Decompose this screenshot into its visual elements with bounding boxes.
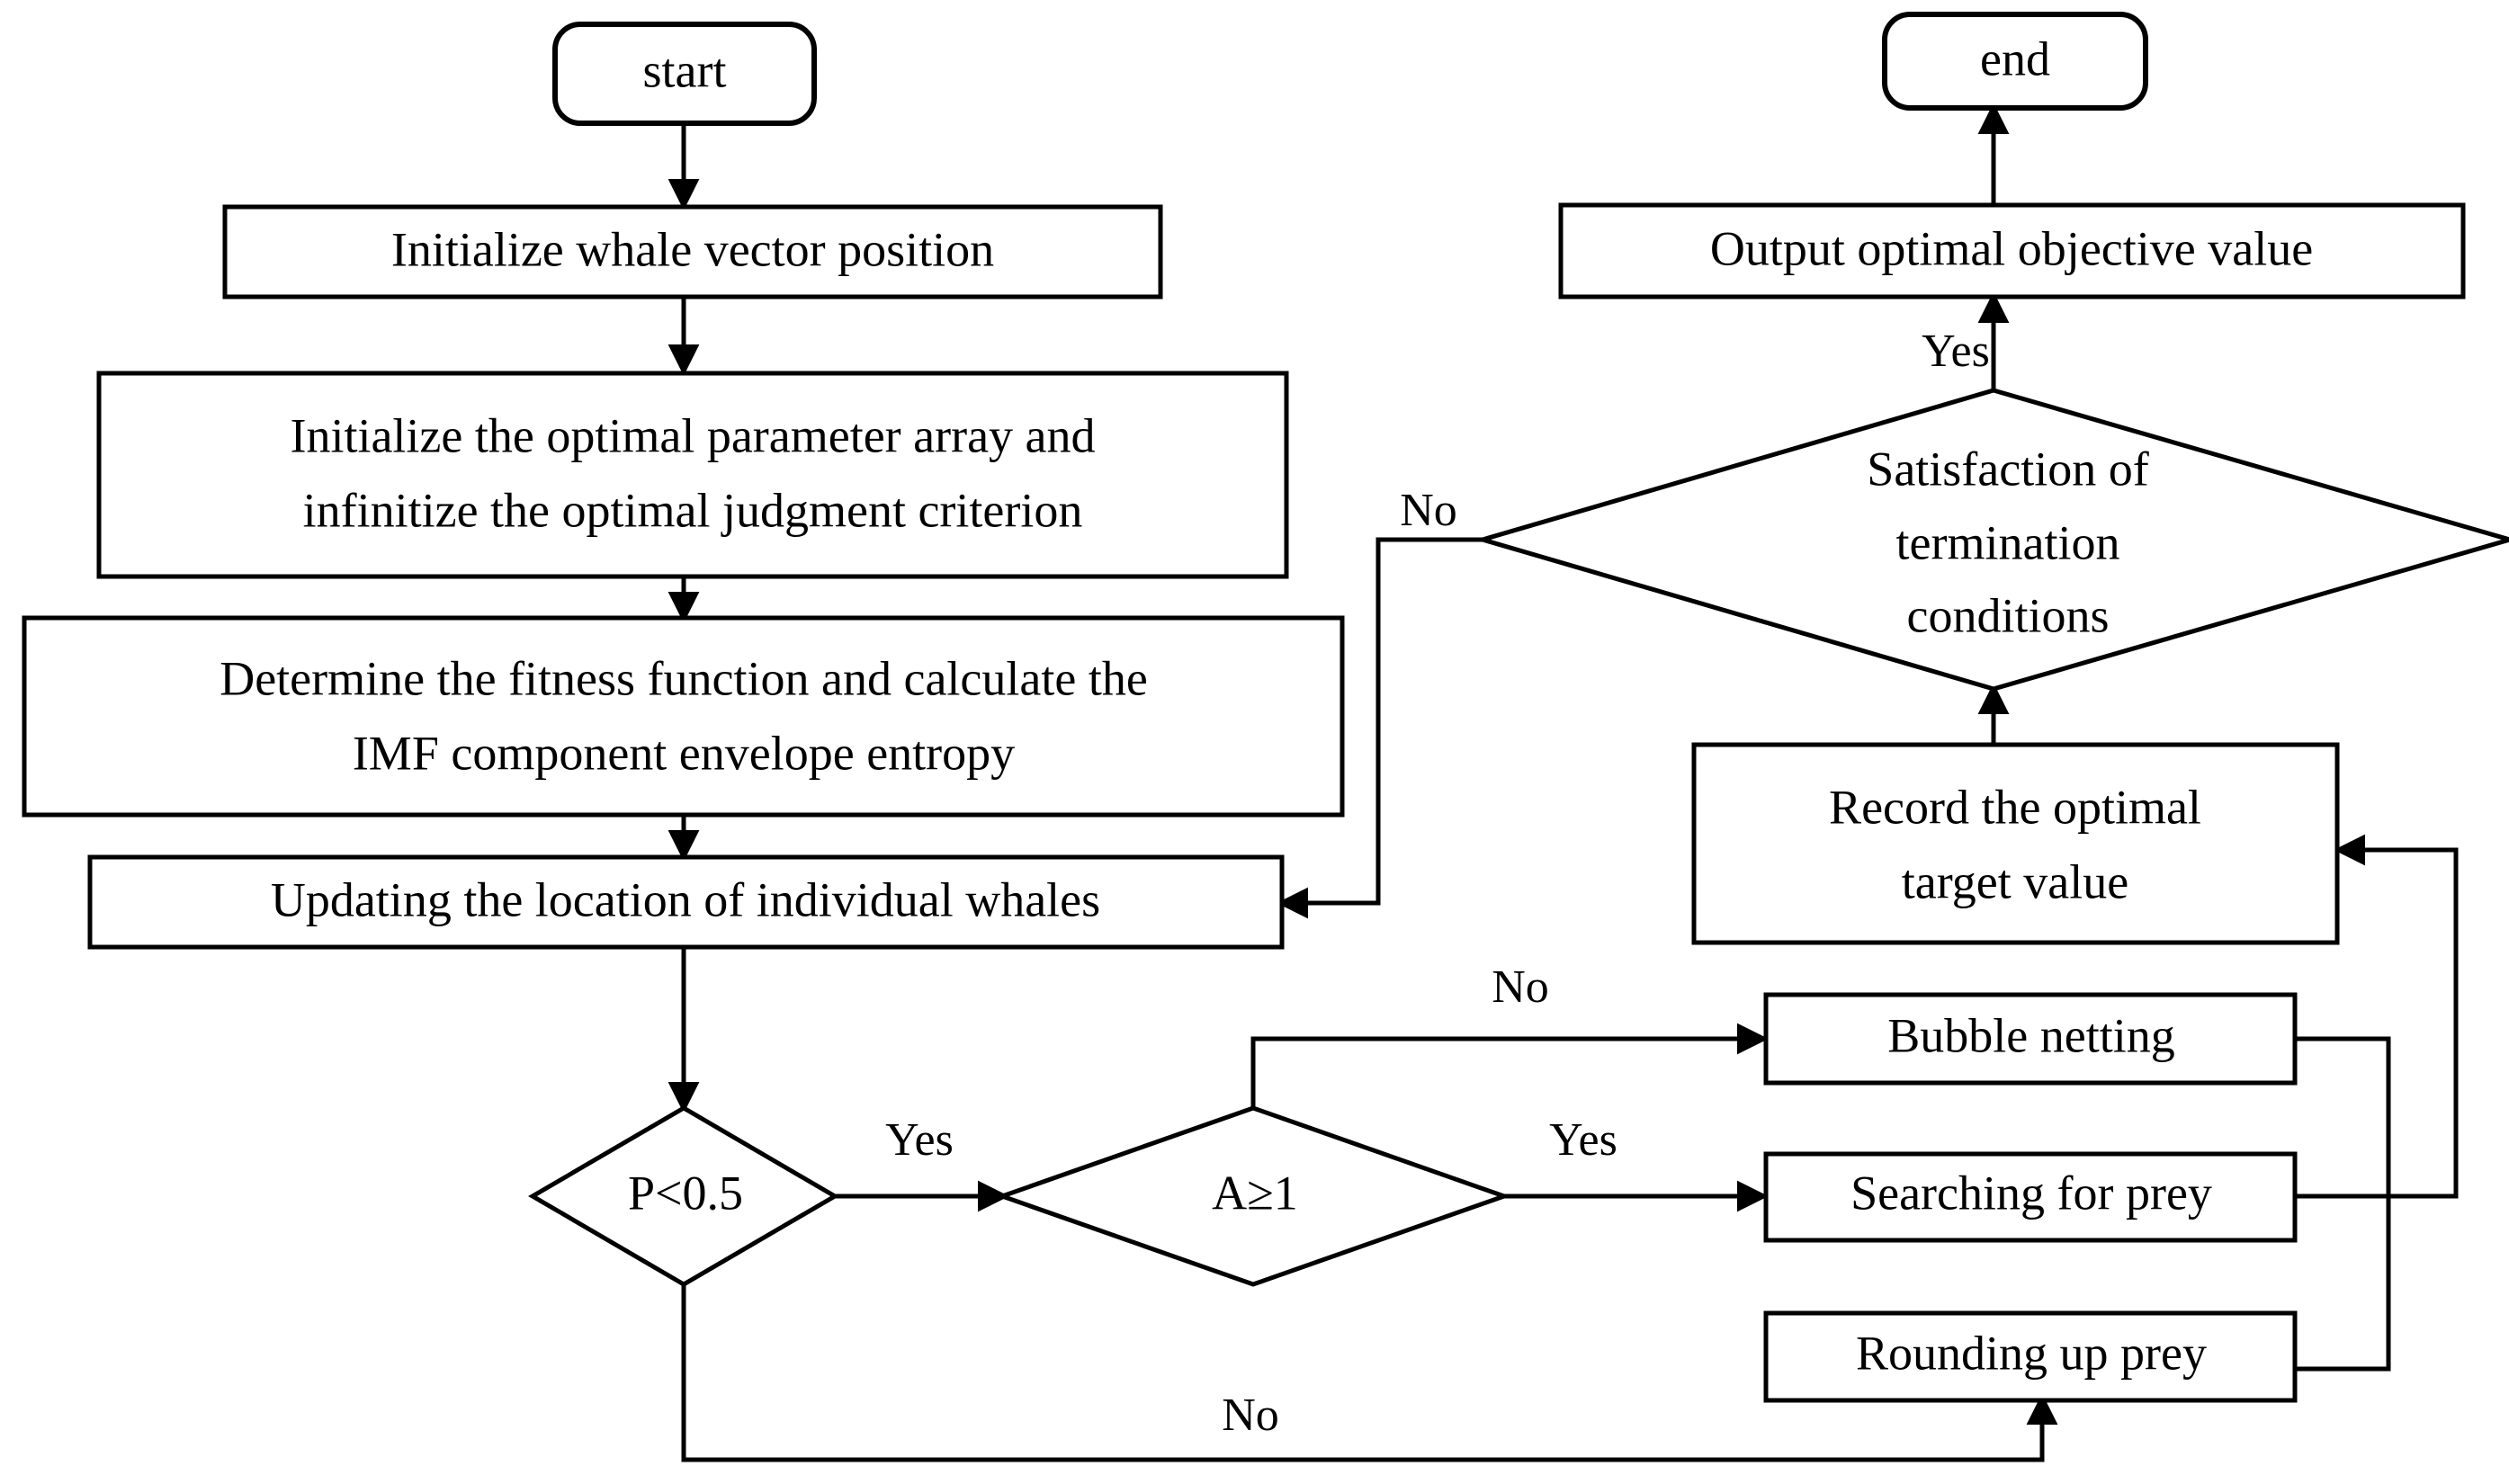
node-fitness-label-line2: IMF component envelope entropy <box>353 726 1015 780</box>
node-rounding-prey[interactable] <box>1763 1310 2298 1403</box>
node-decision-a-label: A≥1 <box>1212 1166 1298 1220</box>
node-termination-label-line2: termination <box>1896 515 2120 569</box>
edge-label-termination-yes: Yes <box>1922 326 1990 377</box>
node-output-optimal-label: Output optimal objective value <box>1710 221 2313 275</box>
node-decision-a[interactable] <box>995 1105 1511 1287</box>
node-output-optimal[interactable] <box>1558 202 2466 299</box>
node-update-location[interactable] <box>87 854 1285 950</box>
node-record-optimal[interactable] <box>1691 742 2340 945</box>
node-init-position[interactable] <box>222 204 1163 299</box>
node-end[interactable] <box>1882 12 2148 111</box>
node-start[interactable] <box>552 22 817 126</box>
node-termination-label-line3: conditions <box>1907 588 2110 642</box>
node-record-optimal-label-line1: Record the optimal <box>1829 780 2201 834</box>
edge-rounding-prey-to-bus <box>2294 1196 2391 1372</box>
edge-label-a-no: No <box>1492 961 1549 1013</box>
node-init-params-label-line1: Initialize the optimal parameter array a… <box>290 408 1095 462</box>
edge-label-p-no: No <box>1222 1390 1279 1441</box>
edge-decision-a-no-to-bubble-netting <box>1250 1023 1769 1108</box>
node-init-params[interactable] <box>96 371 1289 579</box>
node-termination-label-line1: Satisfaction of <box>1867 442 2148 496</box>
node-bubble-netting[interactable] <box>1763 992 2298 1086</box>
edge-bus-to-record-optimal <box>2294 834 2459 1199</box>
node-fitness-label-line1: Determine the fitness function and calcu… <box>220 651 1148 705</box>
node-bubble-netting-label: Bubble netting <box>1887 1008 2174 1062</box>
edge-decision-p-no-to-rounding-prey <box>681 1284 2058 1462</box>
node-decision-p[interactable] <box>528 1105 839 1287</box>
edge-termination-no-to-update <box>1277 537 1484 919</box>
edge-label-a-yes: Yes <box>1549 1114 1617 1166</box>
node-init-params-label-line2: infinitize the optimal judgment criterio… <box>303 483 1083 537</box>
node-rounding-prey-label: Rounding up prey <box>1856 1326 2207 1380</box>
node-searching-prey[interactable] <box>1763 1151 2298 1243</box>
node-searching-prey-label: Searching for prey <box>1850 1166 2212 1220</box>
node-decision-p-label: P<0.5 <box>628 1166 743 1220</box>
node-termination-decision[interactable] <box>1474 388 2509 692</box>
node-end-label: end <box>1980 31 2050 85</box>
node-init-position-label: Initialize whale vector position <box>391 222 994 276</box>
edge-bubble-netting-to-bus <box>2294 1036 2391 1196</box>
edge-label-p-yes: Yes <box>885 1114 954 1166</box>
node-start-label: start <box>643 43 727 97</box>
edge-label-termination-no: No <box>1400 485 1457 536</box>
node-record-optimal-label-line2: target value <box>1902 854 2128 908</box>
node-fitness[interactable] <box>22 615 1345 818</box>
node-update-location-label: Updating the location of individual whal… <box>271 872 1100 926</box>
